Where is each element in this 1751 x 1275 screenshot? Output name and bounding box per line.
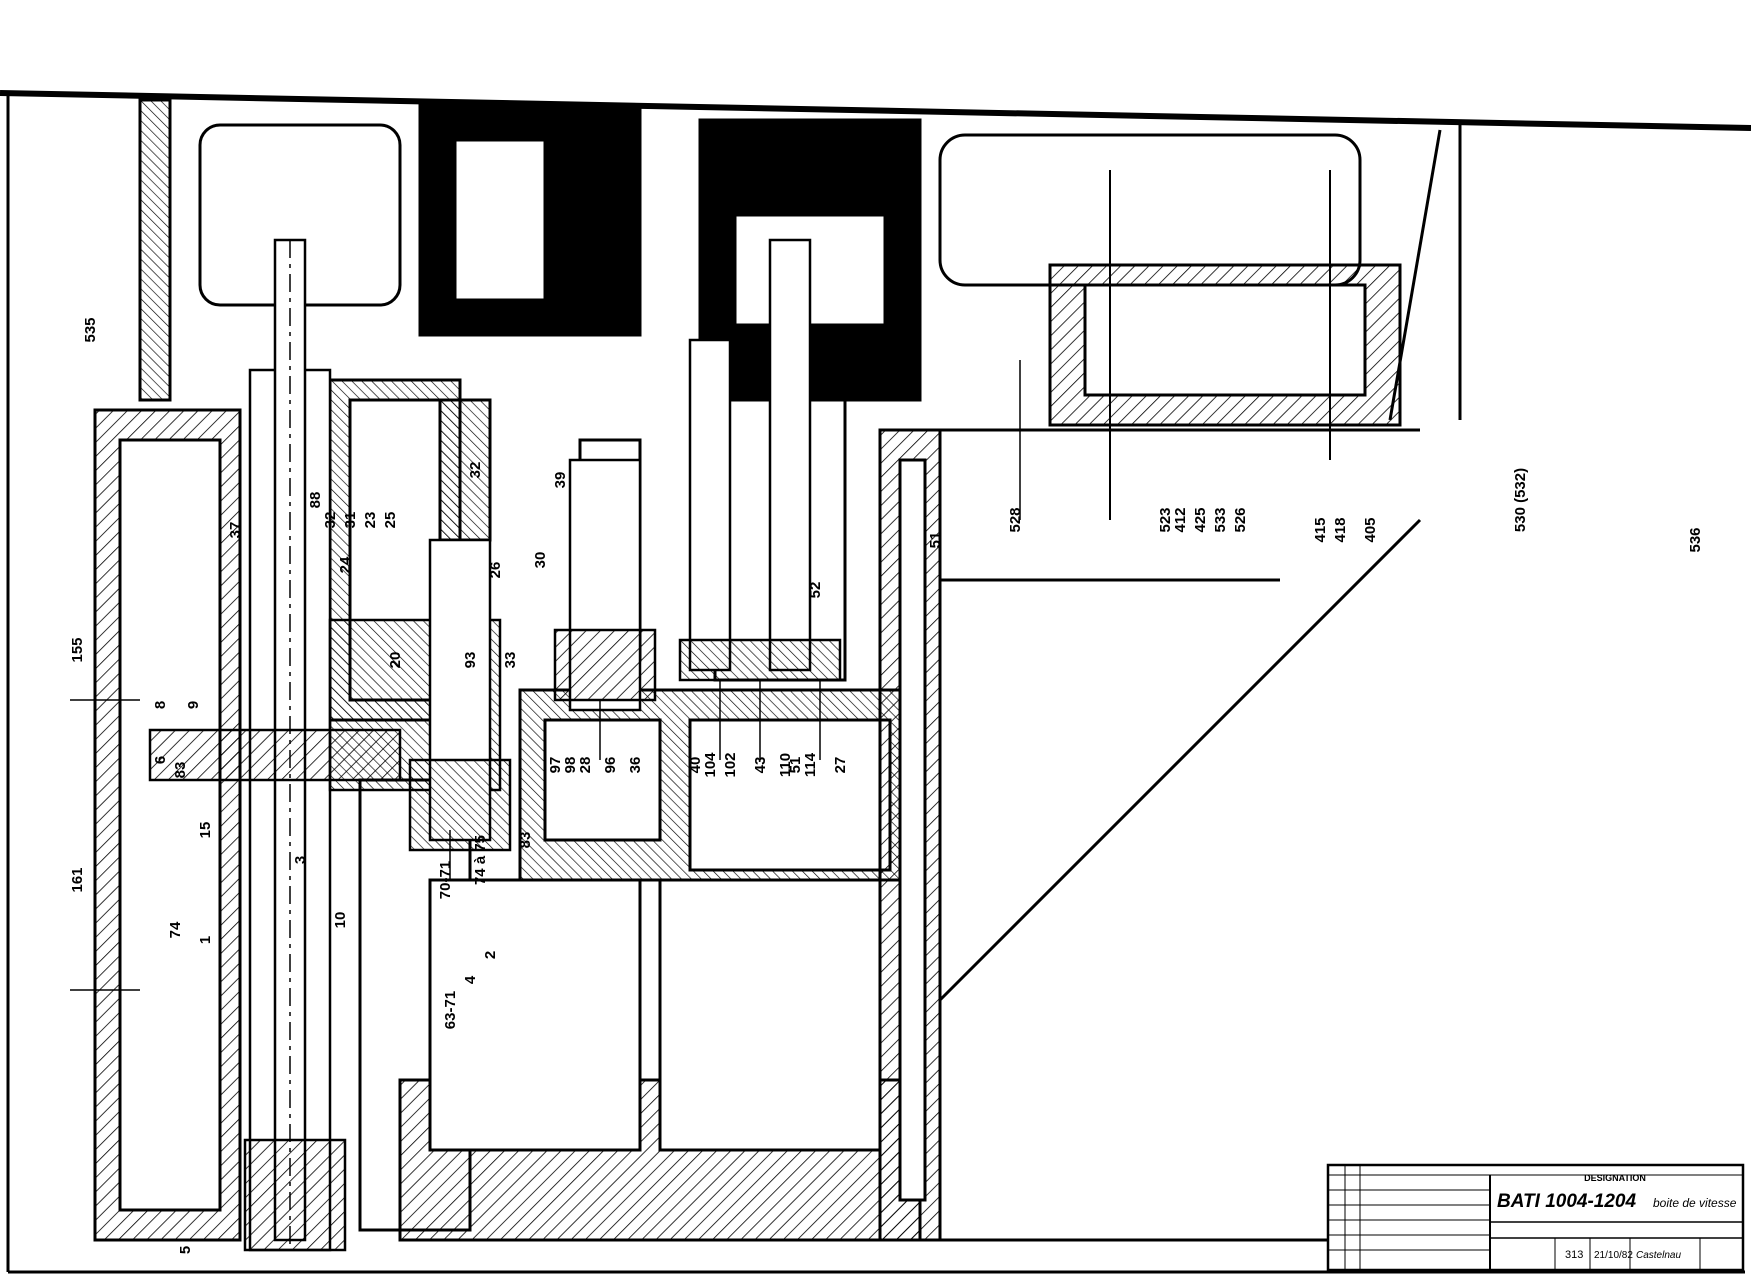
part-label: 3 bbox=[292, 856, 309, 864]
part-label: 2 bbox=[482, 951, 499, 959]
part-label: 93 bbox=[462, 652, 479, 669]
part-label: 523 bbox=[1157, 507, 1174, 532]
part-label: 40 bbox=[687, 757, 704, 774]
part-label: 10 bbox=[332, 912, 349, 929]
part-label: 412 bbox=[1172, 507, 1189, 532]
title-block-date: 21/10/82 bbox=[1594, 1250, 1633, 1261]
part-label: 535 bbox=[82, 317, 99, 342]
part-label: 533 bbox=[1212, 507, 1229, 532]
part-label: 52 bbox=[807, 582, 824, 599]
part-label: 23 bbox=[362, 512, 379, 529]
part-label: 9 bbox=[185, 701, 202, 709]
part-label: 83 bbox=[517, 832, 534, 849]
part-label: 31 bbox=[342, 512, 359, 529]
part-label: 1 bbox=[197, 936, 214, 944]
part-label: 98 bbox=[562, 757, 579, 774]
part-label: 415 bbox=[1312, 517, 1329, 542]
part-label: 96 bbox=[602, 757, 619, 774]
part-label: 102 bbox=[722, 752, 739, 777]
part-label: 74 à 75 bbox=[472, 835, 489, 885]
part-label: 15 bbox=[197, 822, 214, 839]
part-label: 526 bbox=[1232, 507, 1249, 532]
part-label: 36 bbox=[627, 757, 644, 774]
part-label: 110 bbox=[777, 753, 794, 777]
part-label: 37 bbox=[227, 522, 244, 539]
title-block-drawn-by: Castelnau bbox=[1636, 1250, 1681, 1261]
title-block-number: 313 bbox=[1565, 1249, 1583, 1261]
part-label: 528 bbox=[1007, 507, 1024, 532]
part-label: 70-71 bbox=[437, 861, 454, 899]
part-label: 530 (532) bbox=[1512, 468, 1529, 532]
part-label: 51 bbox=[787, 757, 804, 774]
part-label: 155 bbox=[69, 637, 86, 662]
part-label: 425 bbox=[1192, 507, 1209, 532]
part-label: 88 bbox=[307, 492, 324, 509]
part-label: 63-71 bbox=[442, 991, 459, 1029]
part-label: 4 bbox=[462, 975, 479, 984]
part-label: 74 bbox=[167, 921, 184, 938]
part-label: 43 bbox=[752, 757, 769, 774]
part-label: 104 bbox=[702, 752, 719, 778]
part-label: 6 bbox=[152, 756, 169, 764]
part-label: 405 bbox=[1362, 517, 1379, 542]
part-label: 24 bbox=[337, 556, 354, 573]
part-label: 27 bbox=[832, 757, 849, 774]
intermediate-shafts bbox=[408, 238, 842, 852]
part-label: 32 bbox=[322, 512, 339, 529]
part-label: 25 bbox=[382, 512, 399, 529]
part-label: 83 bbox=[172, 762, 189, 779]
part-label: 114 bbox=[802, 752, 819, 777]
part-label: 161 bbox=[69, 867, 86, 892]
part-label: 97 bbox=[547, 757, 564, 774]
housing-casting bbox=[93, 378, 942, 1242]
part-label: 5 bbox=[177, 1246, 194, 1254]
title-block: DESIGNATION BATI 1004-1204 boite de vite… bbox=[1326, 1163, 1745, 1272]
leader-lines bbox=[70, 340, 1111, 991]
part-label: 20 bbox=[387, 652, 404, 669]
part-label: 26 bbox=[487, 562, 504, 579]
part-label: 30 bbox=[532, 552, 549, 569]
title-block-title: BATI 1004-1204 bbox=[1497, 1191, 1636, 1212]
sheet-border bbox=[0, 90, 1751, 1274]
part-label: 8 bbox=[152, 701, 169, 709]
part-label: 32 bbox=[467, 462, 484, 479]
part-label: 39 bbox=[552, 472, 569, 489]
part-label: 33 bbox=[502, 652, 519, 669]
part-label: 28 bbox=[577, 757, 594, 774]
part-label: 536 bbox=[1687, 527, 1704, 552]
part-label: 418 bbox=[1332, 517, 1349, 542]
part-label: 51 bbox=[927, 532, 944, 549]
title-block-subtitle: boite de vitesse bbox=[1653, 1196, 1737, 1210]
title-block-heading: DESIGNATION bbox=[1584, 1173, 1646, 1183]
